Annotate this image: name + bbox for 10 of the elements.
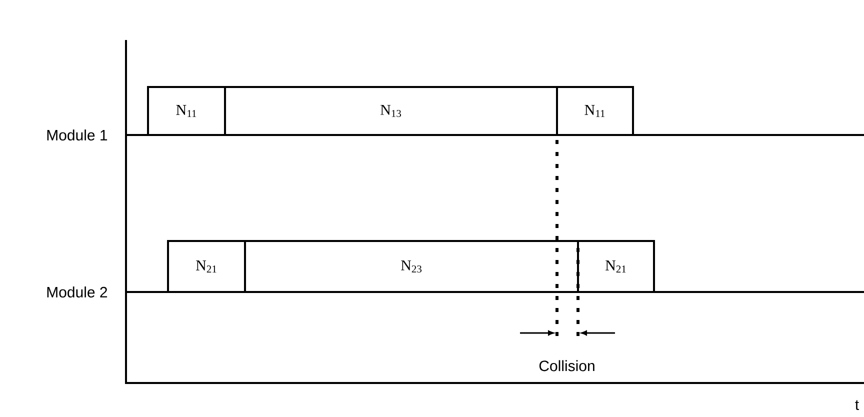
row-label: Module 2 (47, 286, 108, 298)
frame-box: N$_{11}$ (147, 86, 226, 136)
frame-box: N$_{21}$ (167, 240, 246, 293)
annotation-label: Collision (539, 360, 594, 372)
frame-box: N$_{13}$ (224, 86, 558, 136)
frame-box: N$_{11}$ (556, 86, 634, 136)
row-label: Module 1 (47, 129, 108, 140)
frame-box: N$_{21}$ (577, 240, 655, 293)
frame-box: N$_{23}$ (244, 240, 579, 293)
axis-label: t (855, 400, 859, 410)
